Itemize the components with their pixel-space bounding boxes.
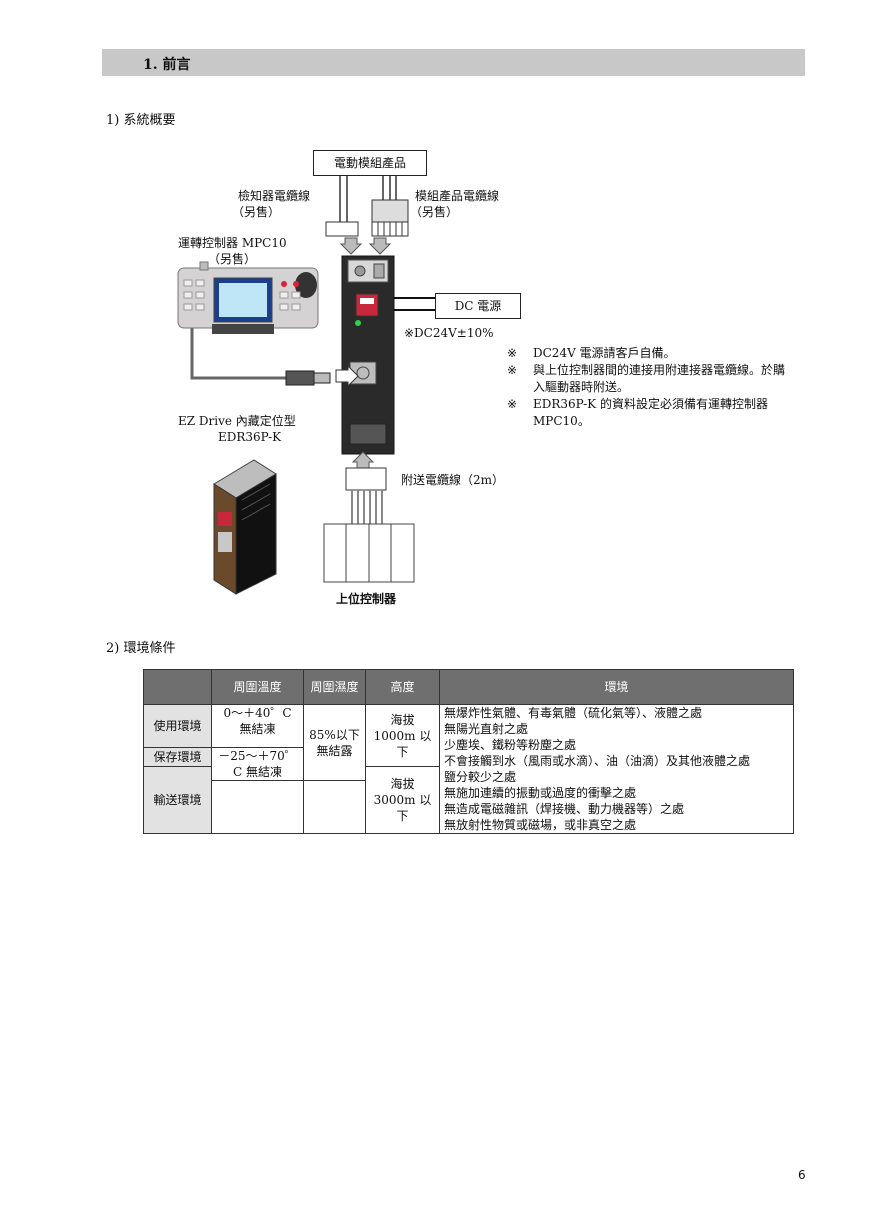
table-header-row: 周圍溫度 周圍濕度 高度 環境 <box>143 669 794 705</box>
table-row: 輸送環境 海拔 3000m 以下 <box>143 766 794 834</box>
sensor-cable-wires <box>339 176 348 222</box>
row-header-transport: 輸送環境 <box>143 766 212 834</box>
host-controller-box <box>323 523 415 583</box>
condition-item: 無爆炸性氣體、有毒氣體（硫化氣等）、液體之處 <box>444 706 703 720</box>
sensor-cable-label: 檢知器電纜線 <box>238 189 311 203</box>
driver-label-1: EZ Drive 內藏定位型 <box>178 414 296 428</box>
condition-item: 少塵埃、鐵粉等粉塵之處 <box>444 738 577 752</box>
controller-device <box>177 261 319 334</box>
condition-item: 無放射性物質或磁場，或非真空之處 <box>444 818 637 832</box>
row-header-store: 保存環境 <box>143 747 212 767</box>
down-arrows <box>339 237 392 255</box>
included-cable-label: 附送電纜線（2m） <box>401 473 505 487</box>
humidity-cell: 85%以下 無結露 <box>303 704 366 781</box>
header-temperature: 周圍溫度 <box>211 669 304 705</box>
header-environment: 環境 <box>439 669 794 705</box>
row-header-use: 使用環境 <box>143 704 212 748</box>
dc-power-box: DC 電源 <box>435 293 521 319</box>
controller-label: 運轉控制器 MPC10 <box>178 236 287 250</box>
system-diagram <box>177 176 435 595</box>
controller-cable <box>190 328 286 380</box>
temp-use: 0～＋40゜C 無結凍 <box>211 704 304 748</box>
section-title: 1. 前言 <box>143 57 191 73</box>
temp-store: －25～＋70゜C 無結凍 <box>211 747 304 781</box>
page-number: 6 <box>798 1168 806 1182</box>
driver-unit <box>341 255 395 455</box>
header-altitude: 高度 <box>365 669 440 705</box>
spacer-cell <box>211 780 304 834</box>
included-cable-connector <box>345 467 387 491</box>
module-cable-note: （另售） <box>410 205 459 219</box>
note-item: ※EDR36P-K 的資料設定必須備有運轉控制器 MPC10。 <box>507 397 768 428</box>
conditions-cell: 無爆炸性氣體、有毒氣體（硫化氣等）、液體之處 無陽光直射之處 少塵埃、鐵粉等粉塵… <box>439 704 794 834</box>
corner-cell <box>143 669 212 705</box>
module-cable-label: 模組產品電纜線 <box>415 189 500 203</box>
alt-use: 海拔 1000m 以下 <box>365 704 440 767</box>
sensor-connector <box>325 221 359 237</box>
condition-item: 鹽分較少之處 <box>444 770 517 784</box>
condition-item: 無造成電磁雜訊（焊接機、動力機器等）之處 <box>444 802 685 816</box>
module-connector <box>371 199 409 223</box>
ez-drive-device <box>213 459 277 595</box>
header-humidity: 周圍濕度 <box>303 669 366 705</box>
condition-item: 無施加連續的振動或過度的衝擊之處 <box>444 786 637 800</box>
host-controller-label: 上位控制器 <box>336 592 397 606</box>
module-cable-wires <box>382 176 397 200</box>
condition-item: 不會接觸到水（風雨或水滴）、油（油滴）及其他液體之處 <box>444 754 751 768</box>
note-item: ※DC24V 電源請客戶自備。 <box>507 346 676 360</box>
up-arrow <box>351 451 375 469</box>
note-item: ※與上位控制器間的連接用附連接器電纜線。於購入驅動器時附送。 <box>507 363 786 394</box>
table-row <box>144 780 794 834</box>
environment-table: 周圍溫度 周圍濕度 高度 環境 使用環境 0～＋40゜C 無結凍 85%以下 無… <box>143 669 794 834</box>
notes-list: ※DC24V 電源請客戶自備。 ※與上位控制器間的連接用附連接器電纜線。於購入驅… <box>507 345 787 430</box>
dc-spec: ※DC24V±10% <box>404 326 494 340</box>
table-row: 使用環境 0～＋40゜C 無結凍 85%以下 無結露 海拔 1000m 以下 無… <box>143 704 794 834</box>
environment-heading: 2) 環境條件 <box>106 641 176 656</box>
overview-heading: 1) 系統概要 <box>106 113 176 128</box>
alt-store: 海拔 3000m 以下 <box>365 766 440 834</box>
spacer-cell <box>303 780 366 834</box>
section-bar <box>102 49 805 76</box>
product-box: 電動模組產品 <box>313 150 427 176</box>
sensor-cable-note: （另售） <box>232 205 281 219</box>
driver-label-2: EDR36P-K <box>218 430 282 444</box>
controller-note: （另售） <box>208 252 257 266</box>
condition-item: 無陽光直射之處 <box>444 722 529 736</box>
